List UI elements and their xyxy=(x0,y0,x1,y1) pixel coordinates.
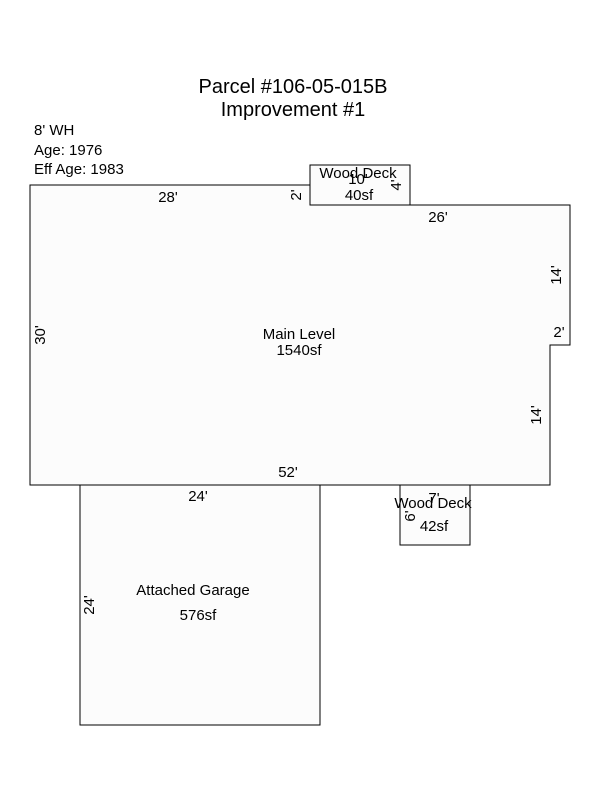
deck-top-area: 40sf xyxy=(345,187,374,204)
dim-main-top-right: 26' xyxy=(428,209,448,226)
dim-main-bottom: 52' xyxy=(278,464,298,481)
deck-top-name: Wood Deck xyxy=(319,165,397,182)
dim-main-top-left: 28' xyxy=(158,189,178,206)
dim-main-left: 30' xyxy=(32,325,49,345)
dim-main-right-jog: 2' xyxy=(553,324,564,341)
wood-deck-top-outline xyxy=(309,164,411,206)
wall-height-label: 8' WH xyxy=(34,122,74,139)
main-level-area: 1540sf xyxy=(276,342,322,359)
age-label: Age: 1976 xyxy=(34,142,102,159)
dim-deck-top-depth: 4' xyxy=(388,179,405,190)
dim-garage-left: 24' xyxy=(81,595,98,615)
wood-deck-bottom-outline xyxy=(399,484,471,546)
eff-age-label: Eff Age: 1983 xyxy=(34,161,124,178)
deck-bottom-name: Wood Deck xyxy=(394,495,472,512)
garage-area: 576sf xyxy=(180,607,218,624)
dim-main-right-upper: 14' xyxy=(548,265,565,285)
parcel-title: Parcel #106-05-015B xyxy=(198,76,387,98)
dim-deck-top-width: 10' xyxy=(348,171,368,188)
dim-deck-bottom-width: 7' xyxy=(428,490,439,507)
improvement-title: Improvement #1 xyxy=(221,99,366,121)
attached-garage-outline xyxy=(79,484,321,726)
dim-garage-top: 24' xyxy=(188,488,208,505)
deck-bottom-area: 42sf xyxy=(420,518,449,535)
dim-main-step-down: 2' xyxy=(288,189,305,200)
dim-main-right-lower: 14' xyxy=(528,405,545,425)
dim-deck-bottom-depth: 6' xyxy=(402,510,419,521)
garage-name: Attached Garage xyxy=(136,582,249,599)
main-level-name: Main Level xyxy=(263,326,336,343)
